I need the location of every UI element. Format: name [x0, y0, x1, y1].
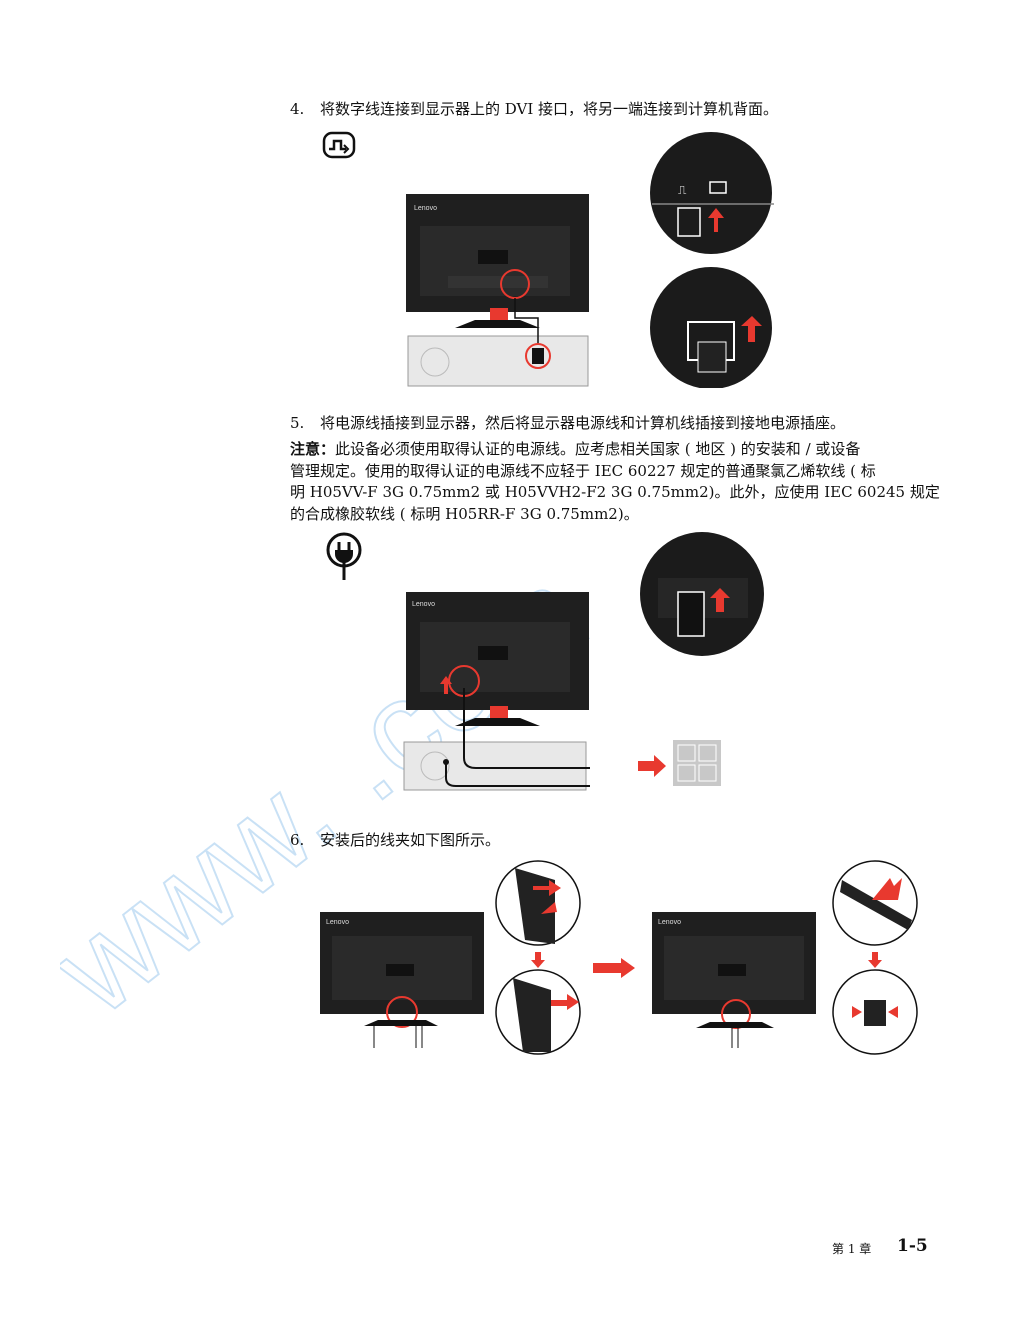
step-4-text: 将数字线连接到显示器上的 DVI 接口，将另一端连接到计算机背面。	[320, 100, 779, 118]
figure-power-zoom	[640, 532, 764, 656]
svg-text:⎍: ⎍	[678, 183, 687, 197]
note-line-1: 此设备必须使用取得认证的电源线。应考虑相关国家 ( 地区 ) 的安装和 / 或设…	[335, 440, 861, 458]
figure-dvi-connection: Lenovo	[406, 194, 589, 387]
step-5: 5. 将电源线插接到显示器，然后将显示器电源线和计算机线插接到接地电源插座。	[290, 413, 845, 433]
figure-dvi-zoom: ⎍	[650, 132, 774, 388]
figure-power-connection: Lenovo	[403, 592, 590, 791]
up-arrow-icon	[708, 208, 724, 232]
step-5-number: 5.	[290, 414, 305, 432]
step-6: 6. 安装后的线夹如下图所示。	[290, 830, 500, 850]
note-label: 注意：	[290, 440, 336, 458]
note-line-4: 的合成橡胶软线 ( 标明 H05RR-F 3G 0.75mm2)。	[290, 504, 639, 523]
svg-text:Lenovo: Lenovo	[658, 919, 681, 926]
power-outlet-figure	[673, 740, 721, 786]
monitor-brand-label-2: Lenovo	[412, 601, 435, 608]
right-arrow-icon	[593, 958, 635, 978]
step-5-text: 将电源线插接到显示器，然后将显示器电源线和计算机线插接到接地电源插座。	[320, 414, 846, 432]
monitor-brand-label: Lenovo	[414, 205, 437, 212]
right-arrow-icon	[638, 755, 666, 777]
down-arrow-icon	[531, 952, 545, 968]
power-plug-icon	[326, 532, 362, 580]
svg-text:Lenovo: Lenovo	[326, 919, 349, 926]
figure-clip-zoom-right	[832, 860, 918, 1055]
footer-page-number: 1-5	[897, 1236, 928, 1256]
up-arrow-icon	[741, 316, 762, 342]
note-block: 注意：此设备必须使用取得认证的电源线。应考虑相关国家 ( 地区 ) 的安装和 /…	[290, 439, 940, 525]
step-6-text: 安装后的线夹如下图所示。	[320, 831, 501, 849]
dvi-port-icon	[322, 131, 356, 159]
note-line-3: 明 H05VV-F 3G 0.75mm2 或 H05VVH2-F2 3G 0.7…	[290, 483, 940, 501]
step-6-number: 6.	[290, 831, 305, 849]
footer-chapter: 第 1 章	[832, 1242, 872, 1256]
down-arrow-icon	[868, 952, 882, 968]
figure-cable-clip-before: Lenovo	[320, 912, 484, 1048]
figure-clip-zoom-left	[495, 860, 581, 1055]
note-line-2: 管理规定。使用的取得认证的电源线不应轻于 IEC 60227 规定的普通聚氯乙烯…	[290, 461, 876, 480]
step-4-number: 4.	[290, 100, 305, 118]
step-4: 4. 将数字线连接到显示器上的 DVI 接口，将另一端连接到计算机背面。	[290, 99, 778, 119]
up-arrow-icon	[710, 588, 730, 612]
figure-cable-clip-after: Lenovo	[652, 912, 816, 1048]
